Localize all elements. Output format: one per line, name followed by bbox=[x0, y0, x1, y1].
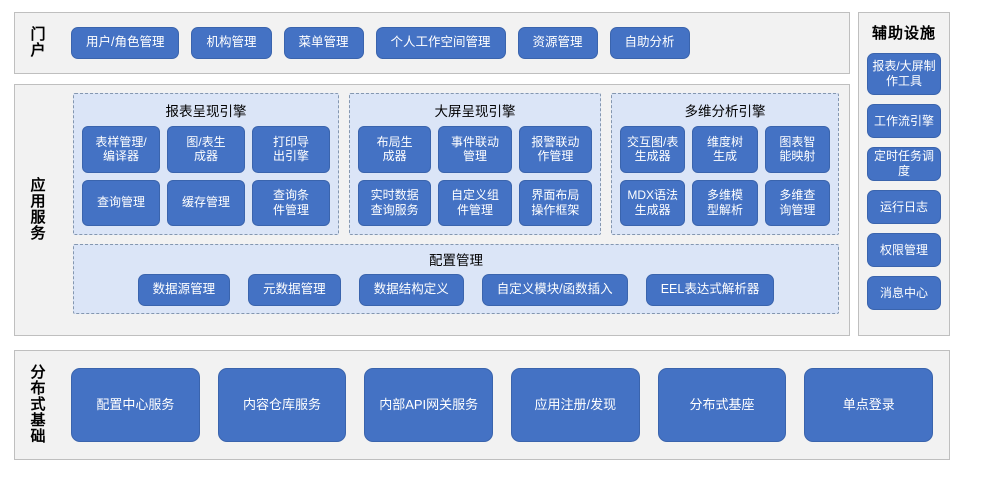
config-item-datasource-manager[interactable]: 数据源管理 bbox=[137, 274, 231, 306]
engine-panel-report: 报表呈现引擎 表样管理/ 编译器 图/表生 成器 打印导 出引擎 查询管理 缓存… bbox=[73, 93, 339, 235]
config-item-custom-module-function[interactable]: 自定义模块/函数插入 bbox=[481, 274, 628, 306]
bigscreen-item-alarm-action-manager[interactable]: 报警联动 作管理 bbox=[518, 126, 592, 173]
aux-item-scheduled-task-scheduler[interactable]: 定时任务调度 bbox=[867, 147, 941, 181]
engine-panel-bigscreen-title: 大屏呈现引擎 bbox=[434, 104, 516, 119]
portal-section: 门户 用户/角色管理 机构管理 菜单管理 个人工作空间管理 资源管理 自助分析 bbox=[14, 12, 850, 74]
application-services-section: 应用服务 报表呈现引擎 表样管理/ 编译器 图/表生 成器 打印导 出引擎 查询… bbox=[14, 84, 850, 336]
bigscreen-item-realtime-query-service[interactable]: 实时数据 查询服务 bbox=[358, 179, 432, 226]
portal-item-workspace[interactable]: 个人工作空间管理 bbox=[375, 27, 506, 59]
olap-item-query-manager[interactable]: 多维查 询管理 bbox=[764, 179, 830, 226]
aux-item-permission-manager[interactable]: 权限管理 bbox=[867, 233, 941, 267]
report-item-query-manager[interactable]: 查询管理 bbox=[82, 179, 160, 226]
engine-panel-report-title: 报表呈现引擎 bbox=[165, 104, 247, 119]
dist-item-internal-api-gateway-service[interactable]: 内部API网关服务 bbox=[364, 368, 494, 442]
aux-item-message-center[interactable]: 消息中心 bbox=[867, 276, 941, 310]
olap-item-model-parser[interactable]: 多维模 型解析 bbox=[692, 179, 758, 226]
portal-item-resource[interactable]: 资源管理 bbox=[517, 27, 598, 59]
engine-panel-bigscreen-grid: 布局生 成器 事件联动 管理 报警联动 作管理 实时数据 查询服务 自定义组 件… bbox=[358, 126, 592, 226]
bigscreen-item-ui-layout-framework[interactable]: 界面布局 操作框架 bbox=[518, 179, 592, 226]
report-item-template-manager[interactable]: 表样管理/ 编译器 bbox=[82, 126, 160, 173]
portal-section-label: 门户 bbox=[15, 13, 61, 73]
config-management-row: 数据源管理 元数据管理 数据结构定义 自定义模块/函数插入 EEL表达式解析器 bbox=[82, 274, 830, 306]
aux-item-report-bigscreen-authoring-tool[interactable]: 报表/大屏制 作工具 bbox=[867, 53, 941, 95]
report-item-print-export-engine[interactable]: 打印导 出引擎 bbox=[252, 126, 330, 173]
distributed-base-row: 配置中心服务 内容仓库服务 内部API网关服务 应用注册/发现 分布式基座 单点… bbox=[61, 351, 941, 459]
portal-item-org[interactable]: 机构管理 bbox=[191, 27, 272, 59]
engine-panel-olap-title: 多维分析引擎 bbox=[684, 104, 766, 119]
engine-panel-report-grid: 表样管理/ 编译器 图/表生 成器 打印导 出引擎 查询管理 缓存管理 查询条 … bbox=[82, 126, 330, 226]
olap-item-mdx-syntax-generator[interactable]: MDX语法 生成器 bbox=[620, 179, 686, 226]
portal-section-label-text: 门户 bbox=[30, 25, 48, 59]
dist-item-app-registry-discovery[interactable]: 应用注册/发现 bbox=[511, 368, 640, 442]
portal-item-user-role[interactable]: 用户/角色管理 bbox=[71, 27, 180, 59]
report-item-cache-manager[interactable]: 缓存管理 bbox=[167, 179, 245, 226]
aux-item-workflow-engine[interactable]: 工作流引擎 bbox=[867, 104, 941, 138]
portal-item-menu[interactable]: 菜单管理 bbox=[283, 27, 364, 59]
aux-facilities-list: 报表/大屏制 作工具 工作流引擎 定时任务调度 运行日志 权限管理 消息中心 bbox=[859, 53, 949, 310]
distributed-base-section: 分布式基础 配置中心服务 内容仓库服务 内部API网关服务 应用注册/发现 分布… bbox=[14, 350, 950, 460]
dist-item-single-sign-on[interactable]: 单点登录 bbox=[804, 368, 934, 442]
config-item-data-structure-definition[interactable]: 数据结构定义 bbox=[358, 274, 464, 306]
olap-item-chart-smart-mapping[interactable]: 图表智 能映射 bbox=[764, 126, 830, 173]
config-management-title: 配置管理 bbox=[429, 253, 483, 268]
aux-facilities-title: 辅助设施 bbox=[871, 25, 936, 42]
config-item-metadata-manager[interactable]: 元数据管理 bbox=[248, 274, 341, 306]
aux-facilities-section: 辅助设施 报表/大屏制 作工具 工作流引擎 定时任务调度 运行日志 权限管理 消… bbox=[858, 12, 950, 336]
config-management-panel: 配置管理 数据源管理 元数据管理 数据结构定义 自定义模块/函数插入 EEL表达… bbox=[73, 244, 839, 314]
bigscreen-item-layout-generator[interactable]: 布局生 成器 bbox=[358, 126, 432, 173]
engine-panel-olap: 多维分析引擎 交互图/表 生成器 维度树 生成 图表智 能映射 MDX语法 生成… bbox=[611, 93, 839, 235]
bigscreen-item-custom-component-manager[interactable]: 自定义组 件管理 bbox=[438, 179, 512, 226]
application-services-body: 报表呈现引擎 表样管理/ 编译器 图/表生 成器 打印导 出引擎 查询管理 缓存… bbox=[61, 85, 849, 335]
config-item-eel-expression-parser[interactable]: EEL表达式解析器 bbox=[645, 274, 775, 306]
application-services-section-label: 应用服务 bbox=[15, 85, 61, 335]
engine-panels: 报表呈现引擎 表样管理/ 编译器 图/表生 成器 打印导 出引擎 查询管理 缓存… bbox=[73, 93, 839, 235]
bigscreen-item-event-linkage-manager[interactable]: 事件联动 管理 bbox=[438, 126, 512, 173]
dist-item-content-repository-service[interactable]: 内容仓库服务 bbox=[217, 368, 347, 442]
engine-panel-olap-grid: 交互图/表 生成器 维度树 生成 图表智 能映射 MDX语法 生成器 多维模 型… bbox=[620, 126, 830, 226]
portal-button-row: 用户/角色管理 机构管理 菜单管理 个人工作空间管理 资源管理 自助分析 bbox=[61, 13, 843, 73]
dist-item-distributed-foundation[interactable]: 分布式基座 bbox=[657, 368, 787, 442]
olap-item-interactive-chart-generator[interactable]: 交互图/表 生成器 bbox=[620, 126, 686, 173]
engine-panel-bigscreen: 大屏呈现引擎 布局生 成器 事件联动 管理 报警联动 作管理 实时数据 查询服务… bbox=[349, 93, 601, 235]
distributed-base-section-label-text: 分布式基础 bbox=[30, 363, 48, 446]
aux-item-runtime-log[interactable]: 运行日志 bbox=[867, 190, 941, 224]
report-item-chart-generator[interactable]: 图/表生 成器 bbox=[167, 126, 245, 173]
portal-item-self-service-analysis[interactable]: 自助分析 bbox=[609, 27, 690, 59]
application-services-section-label-text: 应用服务 bbox=[30, 176, 48, 243]
distributed-base-section-label: 分布式基础 bbox=[15, 351, 61, 459]
report-item-query-condition-manager[interactable]: 查询条 件管理 bbox=[252, 179, 330, 226]
dist-item-config-center-service[interactable]: 配置中心服务 bbox=[71, 368, 200, 442]
olap-item-dimension-tree-generator[interactable]: 维度树 生成 bbox=[692, 126, 758, 173]
